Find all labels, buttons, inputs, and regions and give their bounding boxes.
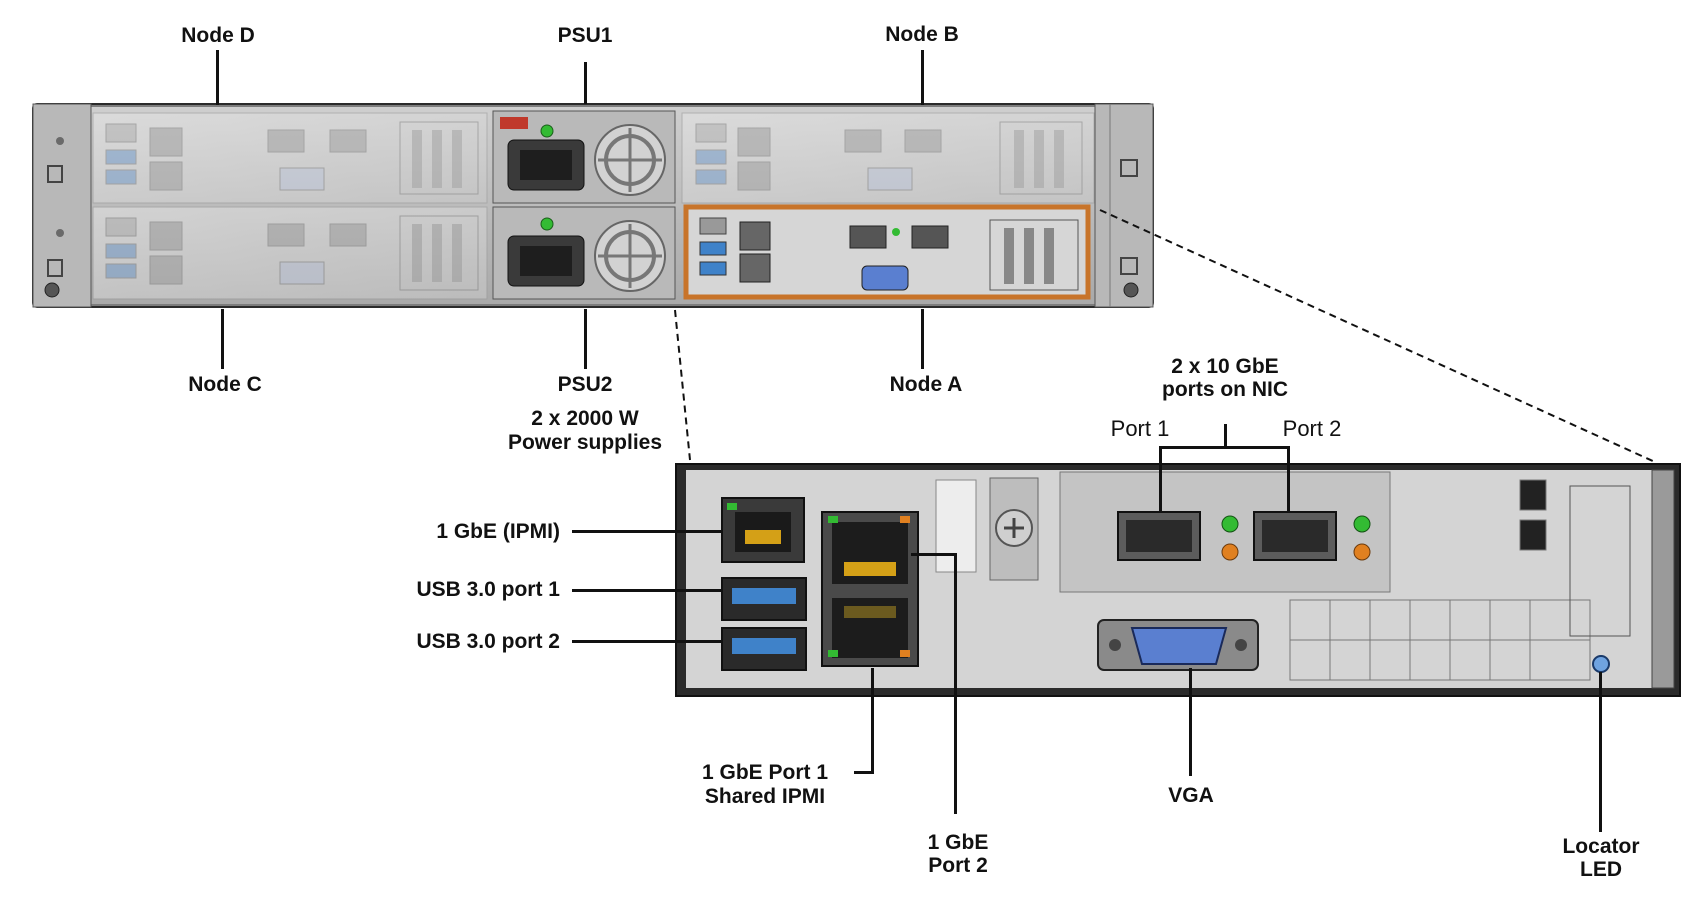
- ipmi-port: [721, 497, 805, 563]
- label-node-c: Node C: [188, 373, 262, 396]
- label-gbe-port2-1: 1 GbE: [927, 831, 989, 854]
- label-usb-port1: USB 3.0 port 1: [416, 578, 560, 601]
- label-node-d: Node D: [181, 24, 255, 47]
- label-nic-1: 2 x 10 GbE: [1171, 355, 1279, 378]
- node-a-zoom: [675, 463, 1681, 697]
- vga-port: [1097, 619, 1259, 671]
- label-gbe-port1-1: 1 GbE Port 1: [701, 761, 829, 784]
- leader-locator: [1599, 672, 1602, 832]
- sfp-ports: [1059, 471, 1391, 593]
- label-nic-2: ports on NIC: [1162, 378, 1288, 401]
- label-nic-port1: Port 1: [1110, 416, 1170, 441]
- node-d-tray: [92, 112, 488, 204]
- node-b-tray: [681, 112, 1095, 204]
- nic-bracket-left: [1159, 446, 1162, 512]
- label-gbe-port2-2: Port 2: [928, 854, 988, 877]
- zoom-line-right: [1099, 209, 1656, 463]
- label-vga: VGA: [1168, 784, 1214, 807]
- leader-psu1: [584, 62, 587, 104]
- nic-bracket-bar: [1159, 446, 1290, 449]
- leader-gbe-port2-v: [954, 553, 957, 814]
- label-usb-port2: USB 3.0 port 2: [416, 630, 560, 653]
- label-nic-port2: Port 2: [1282, 416, 1342, 441]
- zoom-line-left: [674, 309, 691, 461]
- leader-gbe-port1-h: [854, 771, 874, 774]
- node-c-tray: [92, 206, 488, 300]
- locator-led: [1592, 655, 1610, 673]
- nic-bracket-stem: [1224, 424, 1227, 448]
- label-gbe-port1-2: Shared IPMI: [704, 785, 826, 808]
- leader-node-c: [221, 309, 224, 369]
- node-a-tray: [683, 204, 1091, 300]
- leader-gbe-port1-v: [871, 668, 874, 774]
- label-locator-2: LED: [1580, 858, 1622, 881]
- label-psu1: PSU1: [557, 24, 613, 47]
- label-power-supplies-2: Power supplies: [507, 431, 663, 454]
- leader-gbe-ipmi: [572, 530, 722, 533]
- label-psu2: PSU2: [557, 373, 613, 396]
- vent-grid: [1289, 479, 1631, 681]
- psu2-module: [492, 206, 676, 300]
- leader-gbe-port2-h: [911, 553, 957, 556]
- nic-bracket-right: [1287, 446, 1290, 512]
- psu1-module: [492, 110, 676, 204]
- leader-node-a: [921, 309, 924, 369]
- leader-psu2: [584, 309, 587, 369]
- dual-rj45: [821, 511, 919, 667]
- leader-node-b: [921, 50, 924, 105]
- label-node-a: Node A: [889, 373, 963, 396]
- leader-vga: [1189, 668, 1192, 776]
- leader-node-d: [216, 50, 219, 105]
- leader-usb1: [572, 589, 722, 592]
- label-locator-1: Locator: [1562, 835, 1640, 858]
- label-power-supplies-1: 2 x 2000 W: [531, 407, 639, 430]
- label-gbe-ipmi: 1 GbE (IPMI): [436, 520, 560, 543]
- usb-ports: [721, 577, 807, 671]
- leader-usb2: [572, 640, 722, 643]
- label-node-b: Node B: [885, 23, 959, 46]
